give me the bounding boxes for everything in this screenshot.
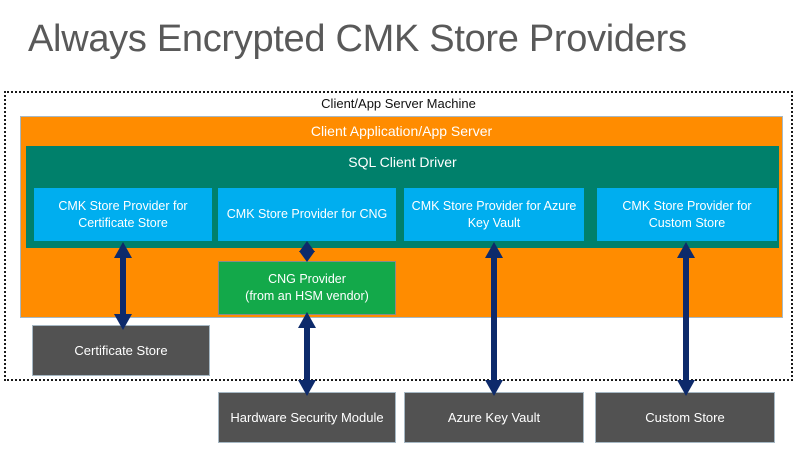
certificate-store-box[interactable]: Certificate Store [32, 325, 210, 376]
cng-provider-label-lines: CNG Provider (from an HSM vendor) [245, 271, 369, 305]
sql-client-driver-label: SQL Client Driver [348, 154, 457, 170]
cmk-store-provider-azure-key-vault-box[interactable]: CMK Store Provider for Azure Key Vault [404, 188, 584, 241]
cng-provider-line-2: (from an HSM vendor) [245, 289, 369, 303]
hardware-security-module-box[interactable]: Hardware Security Module [218, 392, 396, 443]
cng-provider-line-1: CNG Provider [268, 272, 346, 286]
client-application-app-server-label: Client Application/App Server [310, 123, 493, 139]
cmk-store-provider-cng-box[interactable]: CMK Store Provider for CNG [218, 188, 396, 241]
cmk-store-provider-custom-store-box[interactable]: CMK Store Provider for Custom Store [597, 188, 777, 241]
cng-provider-box[interactable]: CNG Provider (from an HSM vendor) [218, 261, 396, 315]
cmk-store-provider-certificate-store-box[interactable]: CMK Store Provider for Certificate Store [34, 188, 212, 241]
azure-key-vault-box[interactable]: Azure Key Vault [404, 392, 584, 443]
custom-store-box[interactable]: Custom Store [595, 392, 775, 443]
page-title: Always Encrypted CMK Store Providers [28, 18, 687, 60]
machine-boundary-label: Client/App Server Machine [321, 96, 476, 111]
